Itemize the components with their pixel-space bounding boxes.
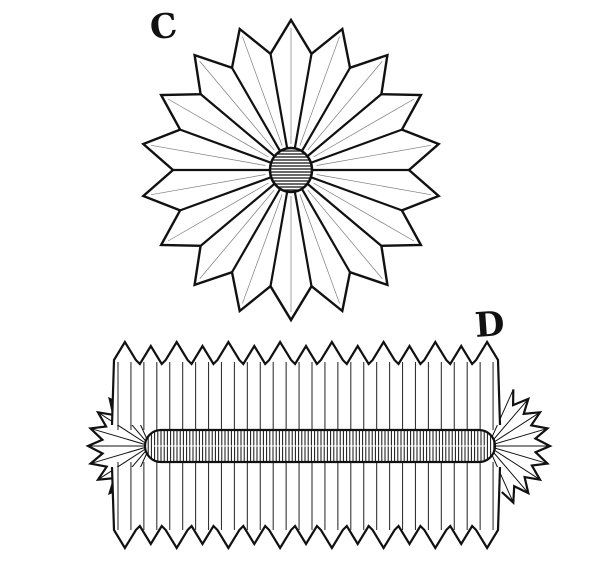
figure-label-c: C xyxy=(147,5,180,49)
star-ray xyxy=(199,183,275,247)
star-ray-fine xyxy=(167,182,269,242)
star-ray xyxy=(311,128,403,164)
fan-ray xyxy=(487,445,548,465)
star-ray xyxy=(179,176,271,212)
star-ray-fine xyxy=(242,36,283,146)
star-ray-fine xyxy=(199,189,275,280)
star-ray xyxy=(293,53,313,149)
star-ray-fine xyxy=(316,174,431,196)
star-ray xyxy=(231,188,281,273)
star-ray xyxy=(301,67,351,152)
star-ray-fine xyxy=(307,60,383,151)
star-ray xyxy=(231,67,281,152)
fan-ray xyxy=(487,427,548,447)
fan-ray xyxy=(487,445,529,494)
star-ray xyxy=(179,128,271,164)
fan-ray xyxy=(487,445,541,481)
star-ray xyxy=(293,191,313,287)
star-ray-fine xyxy=(313,182,415,242)
star-ray-fine xyxy=(242,194,283,304)
star-ray xyxy=(269,191,289,287)
star-ray-fine xyxy=(299,194,340,304)
right-end-fan xyxy=(487,389,553,505)
fan-outline xyxy=(501,389,553,505)
figure-label-d: D xyxy=(473,304,506,346)
fan-ray xyxy=(90,445,151,465)
star-ray xyxy=(307,93,383,157)
fan-ray xyxy=(97,445,151,481)
star-ray xyxy=(311,176,403,212)
fan-ray xyxy=(487,411,541,447)
star-ray-fine xyxy=(313,98,415,158)
fan-ray xyxy=(90,427,151,447)
star-ray-fine xyxy=(299,36,340,146)
star-ray xyxy=(307,183,383,247)
fan-ray xyxy=(487,398,529,447)
star-ray-fine xyxy=(151,174,266,196)
star-ray xyxy=(269,53,289,149)
band-hatching xyxy=(145,430,495,462)
star-ray xyxy=(301,188,351,273)
star-ray-fine xyxy=(151,144,266,166)
figure-c-star xyxy=(141,17,441,323)
figure-d-fringed-body xyxy=(85,339,553,551)
star-ray-fine xyxy=(316,144,431,166)
fan-ray xyxy=(97,411,151,447)
star-ray-fine xyxy=(307,189,383,280)
star-ray-fine xyxy=(199,60,275,151)
star-ray xyxy=(199,93,275,157)
star-ray-fine xyxy=(167,98,269,158)
